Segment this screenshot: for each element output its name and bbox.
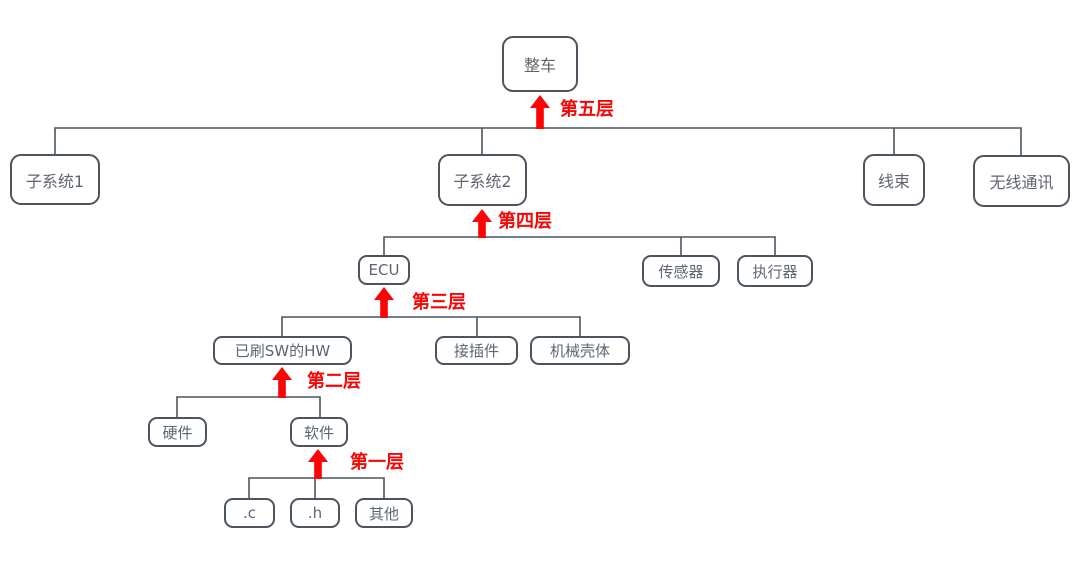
connector-level1-children bbox=[248, 477, 385, 498]
level-arrows bbox=[272, 95, 550, 479]
node-housing: 机械壳体 bbox=[530, 336, 630, 365]
node-vehicle: 整车 bbox=[502, 36, 578, 92]
level-4-up-arrow-icon bbox=[472, 209, 492, 238]
level-2-up-arrow-icon bbox=[272, 367, 292, 398]
connector-level2-children bbox=[176, 396, 321, 417]
connector-level3-children bbox=[281, 316, 581, 336]
node-software: 软件 bbox=[290, 417, 348, 447]
node-flashed-hw: 已刷SW的HW bbox=[213, 336, 352, 365]
level-1-up-arrow-icon bbox=[308, 449, 328, 479]
node-connector-part: 接插件 bbox=[435, 336, 518, 365]
node-subsystem1: 子系统1 bbox=[10, 154, 100, 205]
level-label-4: 第四层 bbox=[498, 211, 552, 232]
level-label-2: 第二层 bbox=[307, 371, 361, 392]
level-label-3: 第三层 bbox=[412, 292, 466, 313]
node-other: 其他 bbox=[355, 498, 413, 528]
node-wireless: 无线通讯 bbox=[973, 155, 1070, 207]
level-3-up-arrow-icon bbox=[374, 287, 394, 318]
node-h-file: .h bbox=[290, 498, 340, 528]
level-label-5: 第五层 bbox=[560, 99, 614, 120]
connector-level5-children bbox=[54, 127, 1022, 155]
level-label-1: 第一层 bbox=[350, 452, 404, 473]
node-ecu: ECU bbox=[358, 255, 410, 285]
node-hardware: 硬件 bbox=[148, 417, 207, 447]
level-5-up-arrow-icon bbox=[530, 95, 550, 129]
node-c-file: .c bbox=[224, 498, 275, 528]
node-sensor: 传感器 bbox=[642, 255, 720, 287]
node-harness: 线束 bbox=[863, 154, 925, 206]
node-subsystem2: 子系统2 bbox=[438, 154, 527, 206]
node-actuator: 执行器 bbox=[737, 255, 813, 287]
connector-level4-children bbox=[383, 236, 776, 255]
tree-connectors bbox=[54, 127, 1022, 498]
